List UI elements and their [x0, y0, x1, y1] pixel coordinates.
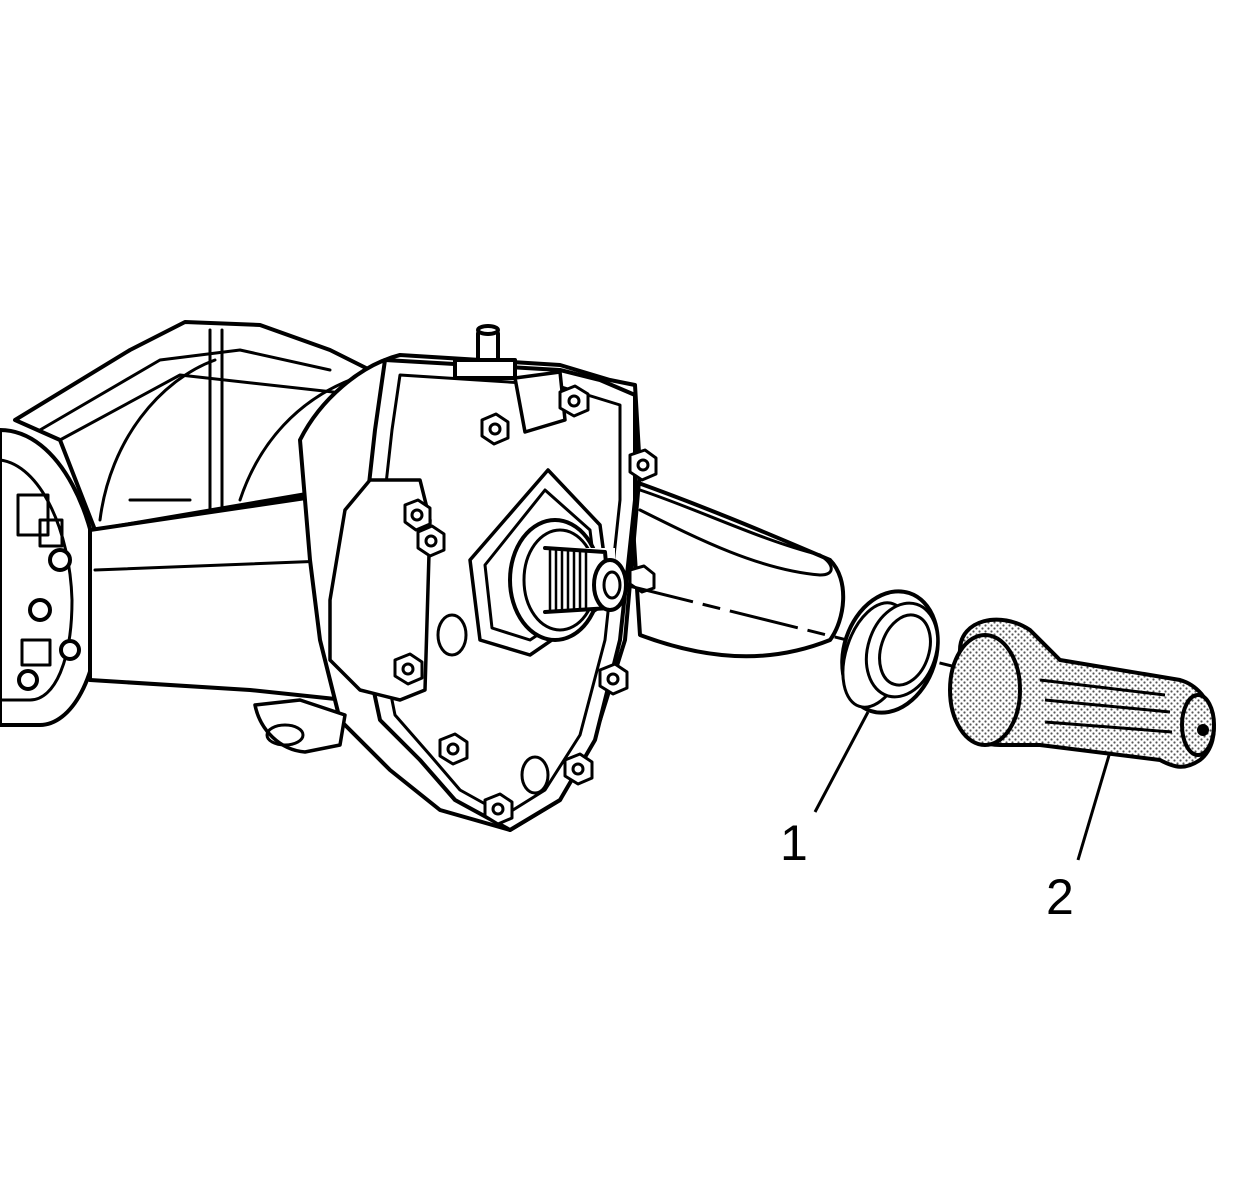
callout-label-2: 2: [1046, 869, 1074, 925]
output-shaft-hub: [508, 518, 628, 642]
seal-installer-icon: [948, 617, 1216, 769]
right-axle-tube: [628, 478, 846, 659]
leader-line-1: [813, 711, 870, 813]
differential-housing-icon: [0, 320, 846, 832]
cover-bolts: [393, 384, 658, 826]
axle-seal-icon: [840, 589, 940, 715]
callout-label-1: 1: [780, 815, 808, 871]
breather-vent-icon: [453, 324, 517, 380]
alignment-line: [624, 583, 961, 670]
leader-line-2: [1076, 751, 1112, 861]
